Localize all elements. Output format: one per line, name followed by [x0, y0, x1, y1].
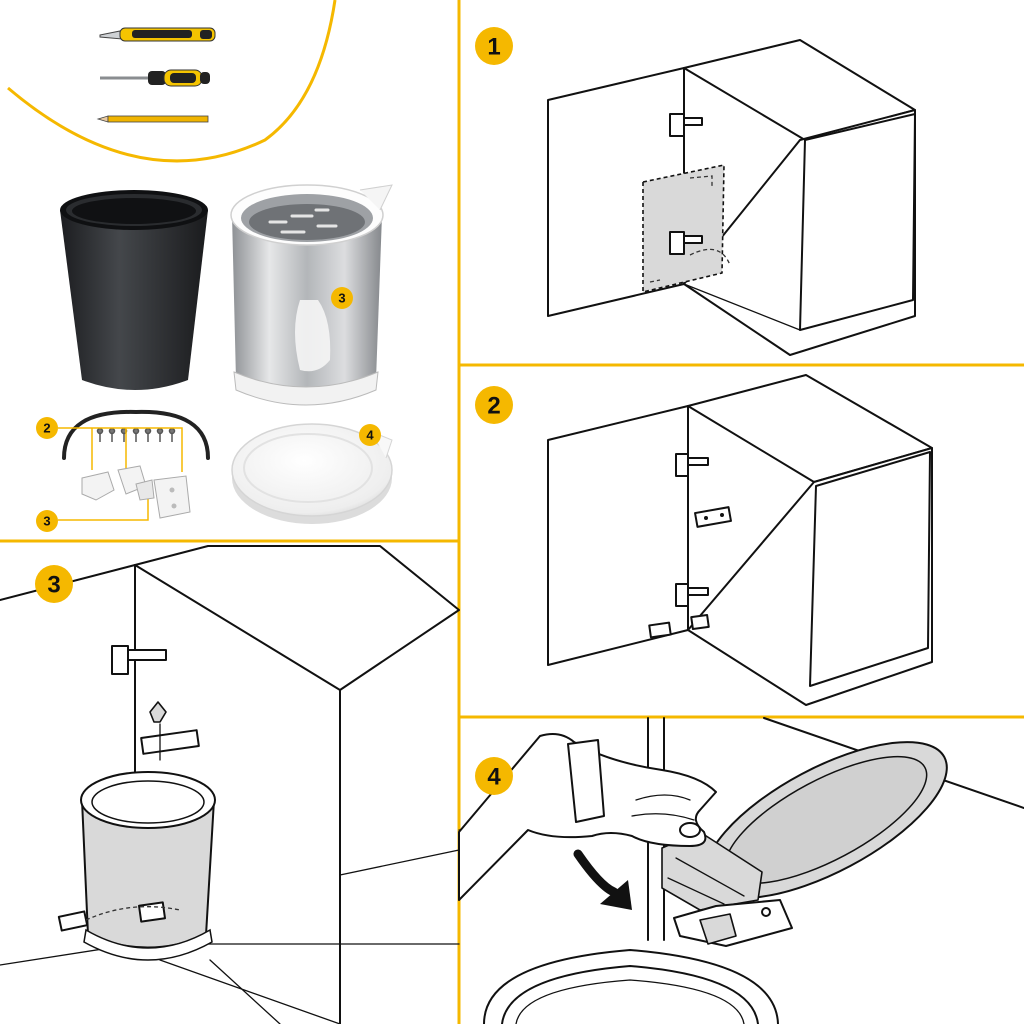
step-3-number: 3 [47, 572, 60, 599]
step-1-number: 1 [487, 34, 500, 61]
lid-badge: 4 [359, 424, 381, 446]
lid-label: 4 [366, 428, 374, 443]
step-4-panel: 4 [458, 717, 1024, 1024]
hardware-rail-label: 2 [43, 421, 50, 436]
hardware-kit: 2 3 [36, 409, 210, 532]
step-1-panel: 1 [475, 27, 916, 356]
step-4-bin-rim [483, 949, 779, 1024]
step-1-cabinet [547, 39, 916, 356]
step-3-badge: 3 [35, 565, 73, 603]
pencil-icon [96, 115, 209, 123]
step-3-panel: 3 [0, 545, 460, 1024]
mounting-plate-3 [140, 723, 200, 761]
stainless-bin-badge: 3 [331, 287, 353, 309]
step-2-number: 2 [487, 393, 500, 420]
mounting-plate-2 [694, 506, 732, 528]
hardware-bracket-label: 3 [43, 514, 50, 529]
hinge-upper [669, 113, 703, 137]
screws-row [96, 427, 176, 442]
screwdriver-icon [100, 69, 210, 87]
step-4-number: 4 [487, 764, 501, 791]
stainless-bin-image [230, 184, 393, 406]
tools-panel [96, 27, 216, 123]
stainless-bin-label: 3 [338, 291, 345, 306]
step-4-arrow [573, 849, 632, 910]
utility-knife-icon [99, 27, 216, 42]
bracket-parts [81, 465, 191, 519]
step-2-cabinet [547, 374, 933, 706]
step-4-lid [704, 741, 948, 899]
hinge-3 [111, 645, 167, 675]
step-3-bin [57, 771, 216, 961]
step-2-badge: 2 [475, 386, 513, 424]
hinge-lower [669, 231, 703, 255]
wing-nut-3 [149, 701, 167, 723]
hardware-rail-badge: 2 [36, 417, 58, 439]
hinge-upper-2 [675, 453, 709, 477]
lid-image: 4 [231, 423, 393, 524]
step-4-hinge-assembly [661, 831, 793, 947]
parts-panel: 3 [36, 184, 393, 532]
step-4-badge: 4 [475, 757, 513, 795]
hinge-lower-2 [675, 583, 709, 607]
step-4-hand [458, 733, 717, 901]
hardware-bracket-badge: 3 [36, 510, 58, 532]
step-1-badge: 1 [475, 27, 513, 65]
step-2-panel: 2 [475, 374, 933, 706]
bracket-bottom-2 [648, 613, 710, 639]
step-3-cabinet [0, 545, 460, 1024]
bin-brackets-3 [57, 901, 181, 932]
inner-bucket-image [60, 190, 208, 390]
